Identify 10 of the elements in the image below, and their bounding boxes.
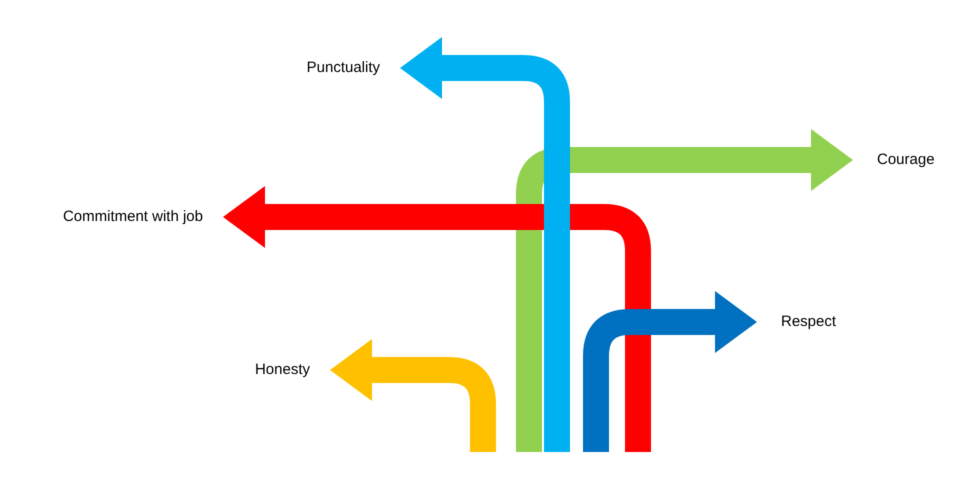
arrow [583,291,757,452]
arrow [400,37,570,452]
value-label: Courage [853,148,935,172]
arrow [330,339,496,452]
value-label: Punctuality [306,56,400,80]
value-label: Respect [757,310,836,334]
arrow [223,186,651,452]
value-label: Commitment with job [62,205,223,229]
arrow [516,129,853,452]
value-label: Honesty [254,358,330,382]
